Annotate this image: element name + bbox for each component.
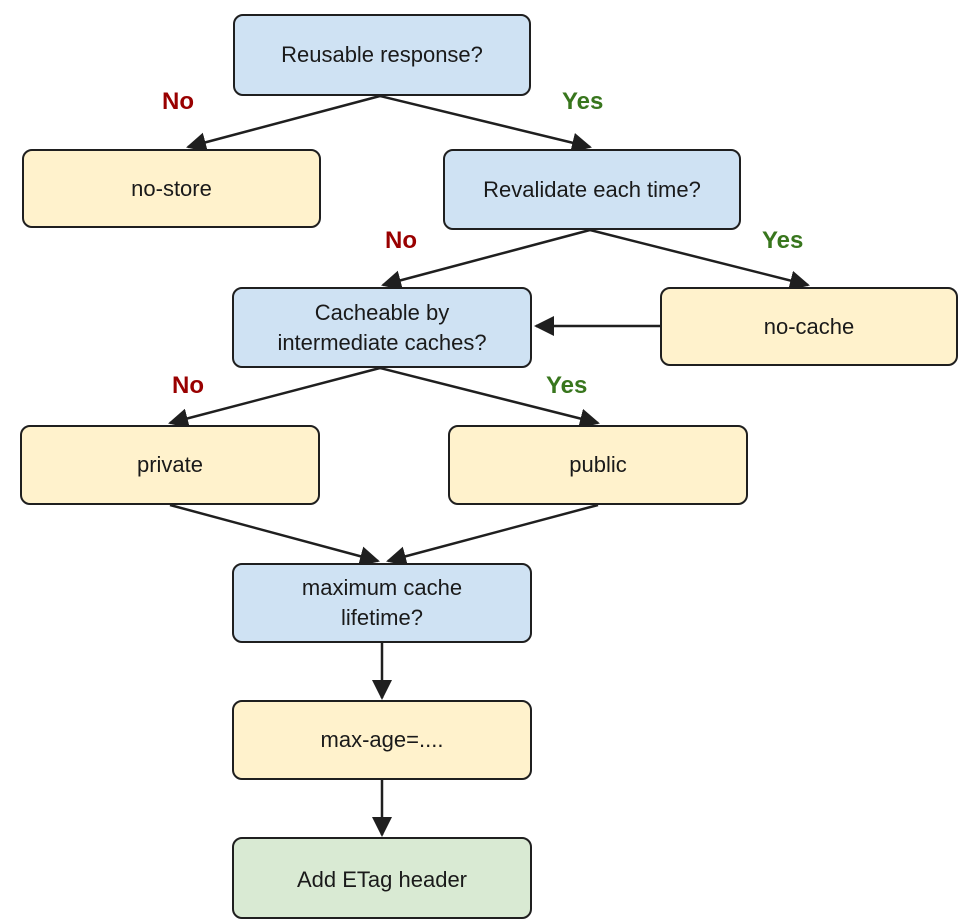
node-text: private [136, 452, 204, 477]
edge-revalidate-to-cacheable [381, 228, 591, 291]
node-text: no-cache [763, 313, 855, 339]
node-text-line-2: lifetime? [341, 605, 423, 630]
node-text-line-2: intermediate caches? [277, 329, 487, 355]
node-maximum-cache-lifetime: maximum cache lifetime? [232, 563, 532, 643]
node-revalidate-each-time: Revalidate each time? [443, 149, 741, 230]
node-text-line-1: maximum cache [301, 575, 463, 600]
flowchart-edges [168, 94, 810, 837]
node-public: public [448, 425, 748, 505]
edge-public-to-max-lifetime [386, 503, 599, 567]
node-cacheable-by-intermediate: Cacheable by intermediate caches? [232, 287, 532, 368]
node-private: private [20, 425, 320, 505]
edge-revalidate-to-no-cache [589, 228, 810, 291]
node-text: public [569, 452, 627, 477]
node-add-etag-header: Add ETag header [232, 837, 532, 919]
node-reusable-response: Reusable response? [233, 14, 531, 96]
node-text: Add ETag header [296, 867, 468, 892]
label-revalidate-yes: Yes [762, 227, 804, 254]
node-text: Reusable response? [281, 42, 483, 67]
node-no-cache: no-cache [660, 287, 958, 366]
node-text: Revalidate each time? [483, 176, 701, 202]
label-cacheable-yes: Yes [546, 372, 588, 399]
label-reusable-no: No [162, 88, 194, 115]
label-revalidate-no: No [385, 227, 417, 254]
edge-private-to-max-lifetime [169, 503, 380, 566]
edge-reusable-to-revalidate [379, 94, 592, 153]
edge-reusable-to-no-store [186, 94, 381, 153]
edge-cacheable-to-private [168, 366, 381, 429]
cache-control-flowchart: Reusable response? no-store Revalidate e… [20, 14, 958, 919]
node-text-line-1: Cacheable by [314, 299, 450, 325]
node-text: no-store [131, 175, 212, 201]
label-cacheable-no: No [172, 372, 204, 399]
node-max-age: max-age=.... [232, 700, 532, 780]
node-no-store: no-store [22, 149, 321, 228]
label-reusable-yes: Yes [562, 88, 604, 115]
node-text: max-age=.... [320, 727, 444, 752]
edge-cacheable-to-public [379, 366, 600, 429]
